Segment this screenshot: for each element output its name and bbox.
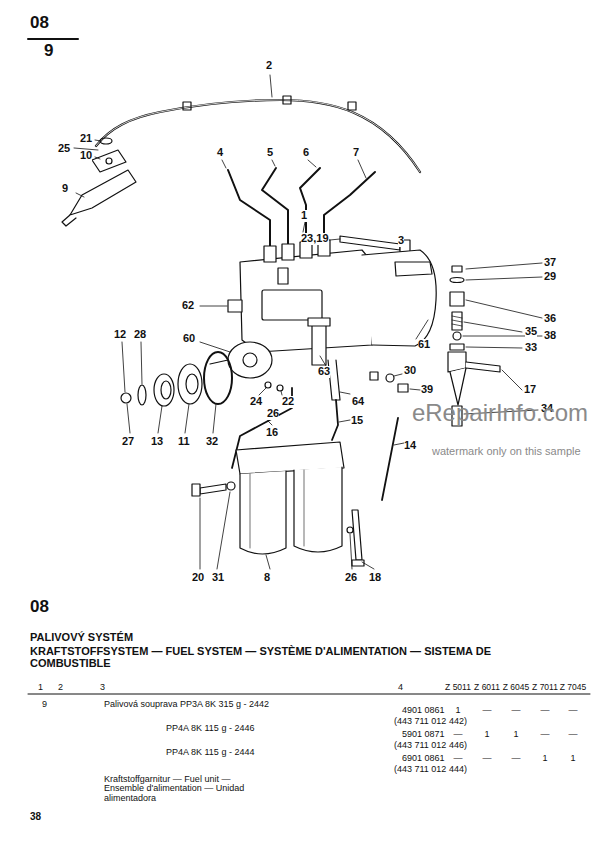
section-number: 08 (30, 598, 49, 616)
table-cell: (443 711 012 442) (394, 717, 467, 726)
callout-number: 7 (353, 147, 359, 159)
section-title: PALIVOVÝ SYSTÉM (30, 632, 133, 644)
column-header: Z 7011 (532, 683, 558, 692)
column-header: 2 (58, 683, 63, 692)
table-cell: — (512, 706, 521, 715)
table-cell: (443 711 012 446) (394, 741, 467, 750)
page-number: 38 (30, 812, 41, 823)
callout-number: 33 (525, 342, 537, 354)
callout-number: 37 (544, 257, 556, 269)
table-cell: Palivová souprava PP3A 8K 315 g - 2442 (104, 700, 269, 709)
callout-number: 1 (301, 210, 307, 222)
callout-number: 14 (404, 440, 416, 452)
table-cell: 4901 0861 (402, 706, 445, 715)
callout-number: 64 (352, 396, 364, 408)
callout-number: 27 (122, 436, 134, 448)
callout-number: 29 (544, 271, 556, 283)
table-cell: — (512, 754, 521, 763)
callout-number: 11 (178, 436, 190, 448)
callout-number: 16 (266, 427, 278, 439)
table-cell: 1 (513, 730, 518, 739)
table-cell: 1 (484, 730, 489, 739)
table-cell: PP4A 8K 115 g - 2444 (166, 748, 254, 757)
callout-number: 31 (212, 572, 224, 584)
column-header: Z 5011 (445, 683, 471, 692)
table-cell: — (483, 754, 492, 763)
table-cell: 1 (570, 754, 575, 763)
watermark: eRepairInfo.com (412, 400, 588, 425)
callout-number: 17 (524, 384, 536, 396)
table-cell: 1 (542, 754, 547, 763)
callout-number: 38 (544, 330, 556, 342)
table-cell: 1 (455, 706, 460, 715)
callout-number: 26 (345, 572, 357, 584)
table-cell: — (483, 706, 492, 715)
table-cell: — (454, 754, 463, 763)
callout-number: 30 (404, 365, 416, 377)
column-header: 4 (398, 683, 403, 692)
callout-number: 39 (421, 384, 433, 396)
callout-number: 23,19 (301, 233, 329, 245)
table-note: Kraftstoffgarnitur — Fuel unit — Ensembl… (104, 775, 264, 803)
callout-number: 60 (183, 333, 195, 345)
column-header: Z 6045 (503, 683, 529, 692)
callout-number: 61 (418, 339, 430, 351)
page-number: 08 (30, 14, 49, 32)
table-cell: — (541, 730, 550, 739)
callout-number: 3 (398, 235, 404, 247)
callout-number: 20 (192, 572, 204, 584)
callout-number: 24 (250, 396, 262, 408)
callout-number: 5 (267, 147, 273, 159)
callout-number: 21 (80, 133, 92, 145)
watermark: watermark only on this sample (432, 446, 581, 458)
callout-number: 26 (267, 408, 279, 420)
table-cell: PP4A 8K 115 g - 2446 (166, 724, 254, 733)
table-cell: — (454, 730, 463, 739)
callout-number: 15 (351, 415, 363, 427)
callout-number: 35 (525, 326, 537, 338)
table-cell: — (569, 730, 578, 739)
table-cell: 9 (42, 700, 47, 709)
callout-number: 8 (264, 572, 270, 584)
callout-number: 4 (217, 147, 223, 159)
callout-number: 28 (134, 329, 146, 341)
callout-number: 62 (182, 300, 194, 312)
table-cell: (443 711 012 444) (394, 765, 467, 774)
callout-number: 10 (80, 150, 92, 162)
column-header: 3 (100, 683, 105, 692)
callout-number: 63 (318, 366, 330, 378)
callout-number: 13 (151, 436, 163, 448)
section-heading: KRAFTSTOFFSYSTEM — FUEL SYSTEM — SYSTÈME… (30, 646, 510, 669)
column-header: Z 7045 (560, 683, 586, 692)
table-cell: 6901 0861 (402, 754, 445, 763)
column-header: 1 (38, 683, 43, 692)
callout-number: 22 (282, 396, 294, 408)
column-header: Z 6011 (474, 683, 500, 692)
callout-number: 18 (369, 572, 381, 584)
callout-number: 32 (206, 436, 218, 448)
callout-number: 25 (58, 143, 70, 155)
table-cell: 5901 0871 (402, 730, 445, 739)
page-number: 9 (44, 42, 53, 60)
table-cell: — (569, 706, 578, 715)
table-cell: — (541, 706, 550, 715)
callout-number: 12 (114, 329, 126, 341)
callout-number: 6 (303, 147, 309, 159)
callout-number: 36 (544, 313, 556, 325)
callout-number: 9 (62, 183, 68, 195)
callout-number: 2 (266, 60, 272, 72)
